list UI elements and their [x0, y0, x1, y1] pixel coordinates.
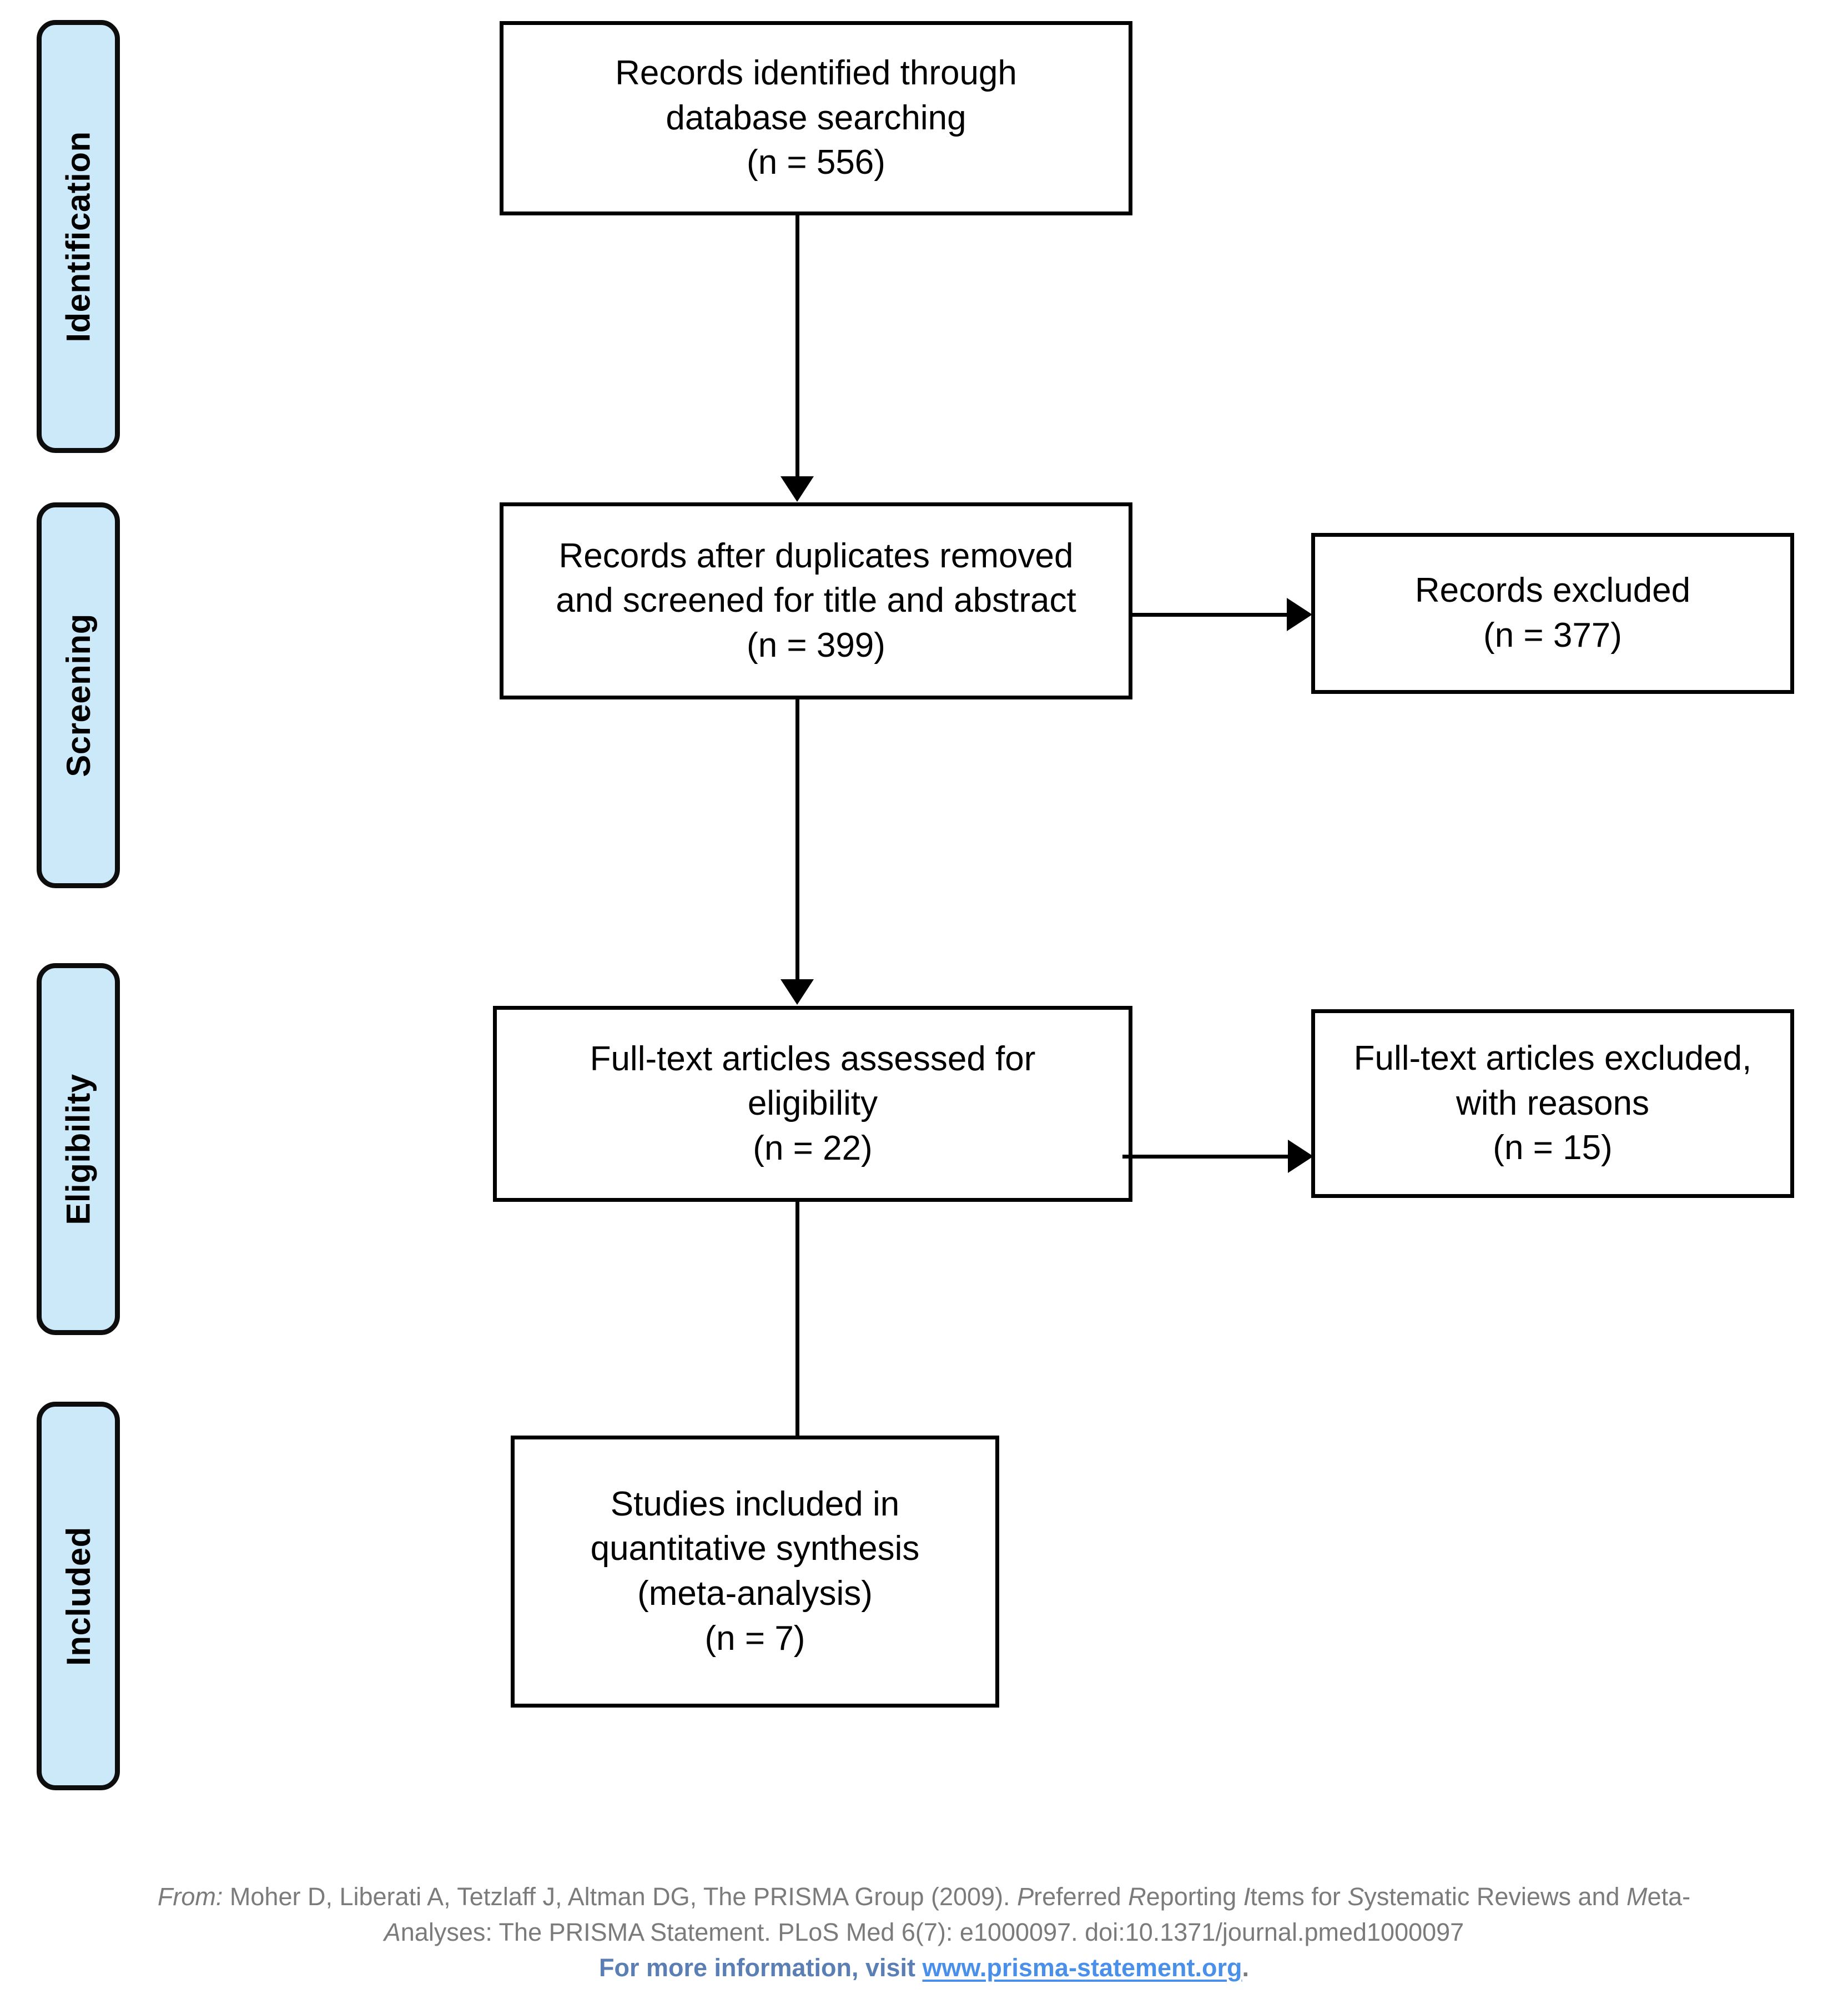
node-records-excluded-line-2: (n = 377)	[1483, 616, 1622, 654]
node-records-after-duplicates: Records after duplicates removed and scr…	[500, 502, 1132, 699]
node-fulltext-assessed-line-1: Full-text articles assessed for	[590, 1039, 1036, 1078]
stage-identification: Identification	[37, 20, 120, 453]
footer-italic-a: A	[384, 1917, 401, 1946]
footer-italic-r: R	[1128, 1882, 1146, 1911]
footer-period: .	[1242, 1953, 1250, 1982]
footer-italic-p: P	[1017, 1882, 1034, 1911]
stage-eligibility: Eligibility	[37, 963, 120, 1335]
node-fulltext-excluded-line-3: (n = 15)	[1493, 1129, 1613, 1167]
stage-included-label: Included	[59, 1526, 97, 1666]
footer-italic-s: S	[1347, 1882, 1364, 1911]
node-studies-included: Studies included in quantitative synthes…	[511, 1436, 999, 1708]
footer-italic-i: I	[1243, 1882, 1251, 1911]
node-fulltext-assessed-line-3: (n = 22)	[753, 1129, 873, 1167]
footer-journal-info: nalyses: The PRISMA Statement. PLoS Med …	[400, 1917, 1464, 1946]
node-records-after-duplicates-line-2: and screened for title and abstract	[556, 581, 1076, 620]
node-records-after-duplicates-line-3: (n = 399)	[747, 626, 885, 664]
node-records-identified-line-1: Records identified through	[615, 54, 1017, 93]
arrowhead-eligibility-to-excluded	[1288, 1140, 1313, 1173]
footer-italic-m: M	[1627, 1882, 1648, 1911]
footer-i-rest: tems for	[1250, 1882, 1348, 1911]
node-studies-included-line-4: (n = 7)	[704, 1619, 805, 1658]
footer-authors: Moher D, Liberati A, Tetzlaff J, Altman …	[229, 1882, 1018, 1911]
node-records-identified-line-3: (n = 556)	[747, 143, 885, 182]
footer-citation: From: Moher D, Liberati A, Tetzlaff J, A…	[0, 1879, 1848, 1986]
stage-identification-label: Identification	[59, 130, 97, 343]
node-records-after-duplicates-line-1: Records after duplicates removed	[558, 536, 1074, 575]
stage-included: Included	[37, 1402, 120, 1790]
footer-from-label: From:	[157, 1882, 223, 1911]
connector-identified-to-screened	[795, 215, 799, 479]
node-records-excluded-line-1: Records excluded	[1414, 571, 1691, 610]
prisma-statement-link[interactable]: www.prisma-statement.org	[922, 1953, 1242, 1982]
footer-citation-line-2: Analyses: The PRISMA Statement. PLoS Med…	[0, 1915, 1848, 1950]
arrowhead-screened-to-excluded	[1287, 598, 1312, 631]
arrowhead-identified-to-screened	[781, 476, 814, 502]
node-records-identified: Records identified through database sear…	[500, 21, 1132, 215]
node-fulltext-excluded: Full-text articles excluded, with reason…	[1311, 1009, 1794, 1198]
arrowhead-screened-to-eligibility	[781, 979, 814, 1005]
footer-cta-text: For more information, visit	[598, 1953, 923, 1982]
node-records-excluded: Records excluded (n = 377)	[1311, 533, 1794, 694]
footer-s-rest: ystematic Reviews and	[1364, 1882, 1627, 1911]
node-fulltext-excluded-line-1: Full-text articles excluded,	[1353, 1039, 1752, 1078]
connector-screened-to-excluded	[1132, 613, 1293, 617]
connector-eligibility-to-excluded	[1122, 1155, 1300, 1159]
node-studies-included-line-2: quantitative synthesis	[590, 1529, 920, 1568]
node-fulltext-excluded-line-2: with reasons	[1456, 1084, 1650, 1122]
stage-screening-label: Screening	[59, 613, 97, 777]
footer-citation-line-3: For more information, visit www.prisma-s…	[0, 1950, 1848, 1986]
footer-citation-line-1: From: Moher D, Liberati A, Tetzlaff J, A…	[0, 1879, 1848, 1915]
footer-r-rest: eporting	[1146, 1882, 1243, 1911]
stage-eligibility-label: Eligibility	[59, 1073, 97, 1225]
node-fulltext-assessed-line-2: eligibility	[747, 1084, 878, 1123]
node-records-identified-line-2: database searching	[666, 98, 966, 137]
connector-eligibility-to-included	[795, 1202, 799, 1466]
footer-p-rest: referred	[1034, 1882, 1129, 1911]
node-studies-included-line-1: Studies included in	[610, 1484, 900, 1523]
node-studies-included-line-3: (meta-analysis)	[637, 1574, 873, 1613]
footer-m-rest: eta-	[1647, 1882, 1691, 1911]
connector-screened-to-eligibility	[795, 699, 799, 981]
stage-screening: Screening	[37, 502, 120, 888]
node-fulltext-assessed: Full-text articles assessed for eligibil…	[493, 1006, 1132, 1202]
